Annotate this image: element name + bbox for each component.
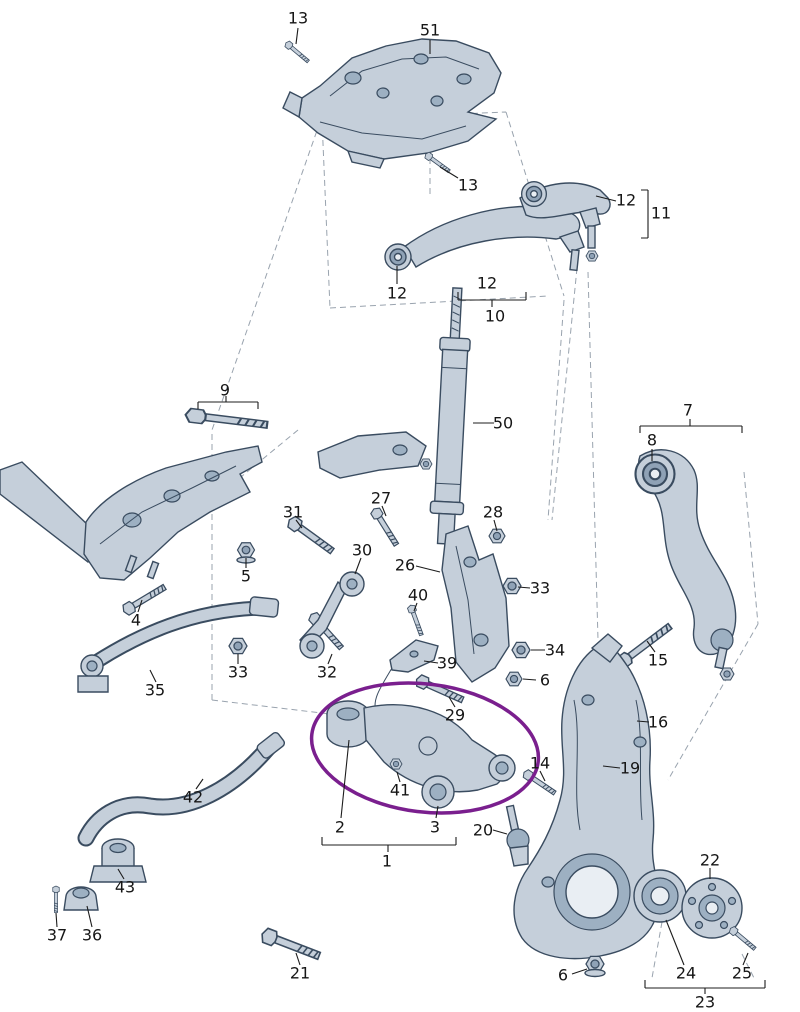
- part-label-19: 19: [619, 758, 641, 778]
- ball-joint: [505, 804, 530, 867]
- part-label-39: 39: [436, 653, 458, 673]
- part-label-20: 20: [472, 820, 494, 840]
- part-label-7: 7: [682, 400, 694, 420]
- part-label-3: 3: [429, 817, 441, 837]
- bolt-37: [52, 885, 60, 913]
- part-label-13-mid: 13: [457, 175, 479, 195]
- upper-control-arm-front: [384, 205, 585, 272]
- part-label-43: 43: [114, 877, 136, 897]
- part-label-26: 26: [394, 555, 416, 575]
- purple-highlight-ellipse: [309, 681, 541, 815]
- part-label-9: 9: [219, 380, 231, 400]
- part-label-2: 2: [334, 817, 346, 837]
- bolt-9: [183, 406, 269, 433]
- nut-33-right: [502, 577, 522, 595]
- part-label-6-mid: 6: [539, 670, 551, 690]
- part-label-29: 29: [444, 705, 466, 725]
- nut-28: [488, 528, 506, 544]
- bolt-40: [406, 603, 426, 637]
- nut-34: [511, 641, 531, 659]
- wheel-bearing: [633, 869, 687, 923]
- part-label-13-top: 13: [287, 8, 309, 28]
- part-label-21: 21: [289, 963, 311, 983]
- stabilizer-clamp: [63, 886, 99, 911]
- steering-knuckle: [513, 633, 660, 960]
- part-label-37: 37: [46, 925, 68, 945]
- curved-lower-arm: [634, 449, 737, 681]
- part-label-12-mid: 12: [476, 273, 498, 293]
- part-label-24: 24: [675, 963, 697, 983]
- part-label-16: 16: [647, 712, 669, 732]
- stabilizer-bar: [77, 731, 286, 847]
- part-label-4: 4: [130, 610, 142, 630]
- part-label-28: 28: [482, 502, 504, 522]
- part-label-30: 30: [351, 540, 373, 560]
- lower-control-arm: [326, 700, 516, 809]
- nut-41: [389, 758, 403, 770]
- part-label-50: 50: [492, 413, 514, 433]
- part-label-33-left: 33: [227, 662, 249, 682]
- mount-bracket: [317, 431, 433, 479]
- nut-33-left: [228, 637, 248, 655]
- bolt-4: [120, 581, 169, 618]
- part-label-32: 32: [316, 662, 338, 682]
- part-label-23: 23: [694, 992, 716, 1012]
- subframe-rail-left: [0, 445, 263, 581]
- part-label-8: 8: [646, 430, 658, 450]
- upper-control-arm-rear: [519, 180, 611, 262]
- coupling-link: [299, 571, 365, 659]
- part-label-5: 5: [240, 566, 252, 586]
- part-label-40: 40: [407, 585, 429, 605]
- subframe-crossmember: [282, 38, 502, 169]
- part-label-27: 27: [370, 488, 392, 508]
- part-label-34: 34: [544, 640, 566, 660]
- part-label-51: 51: [419, 20, 441, 40]
- nut-6-bottom: [584, 955, 606, 978]
- part-label-25: 25: [731, 963, 753, 983]
- bolt-21: [258, 926, 323, 964]
- bracket-39: [374, 639, 439, 713]
- group-brackets: [197, 189, 766, 994]
- part-label-36: 36: [81, 925, 103, 945]
- part-label-10: 10: [484, 306, 506, 326]
- part-label-6-bottom: 6: [557, 965, 569, 985]
- part-label-35: 35: [144, 680, 166, 700]
- part-label-31: 31: [282, 502, 304, 522]
- wheel-hub: [681, 877, 743, 939]
- part-label-42: 42: [182, 787, 204, 807]
- part-label-12-left: 12: [386, 283, 408, 303]
- strut-fork: [441, 525, 510, 683]
- shock-absorber-strut: [429, 287, 471, 545]
- bolt-27: [368, 505, 402, 549]
- bolt-13-mid: [423, 150, 452, 175]
- stabilizer-bar-front: [77, 596, 280, 693]
- part-label-14: 14: [529, 753, 551, 773]
- leader-lines: [55, 27, 749, 975]
- part-label-1: 1: [381, 851, 393, 871]
- stabilizer-bushing: [89, 838, 147, 883]
- part-label-11: 11: [650, 203, 672, 223]
- bolt-25: [727, 924, 758, 953]
- part-label-33-right: 33: [529, 578, 551, 598]
- bolt-13-top: [283, 39, 311, 65]
- part-label-15: 15: [647, 650, 669, 670]
- part-label-22: 22: [699, 850, 721, 870]
- nut-6-mid: [505, 671, 523, 687]
- part-label-12-right: 12: [615, 190, 637, 210]
- part-label-41: 41: [389, 780, 411, 800]
